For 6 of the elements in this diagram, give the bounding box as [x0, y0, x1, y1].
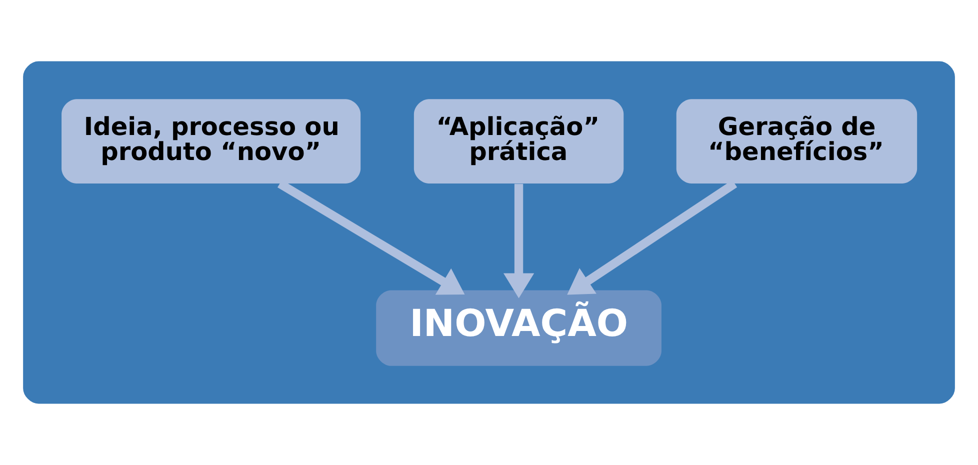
node-box: INOVAÇÃO [376, 290, 662, 366]
arrow [503, 184, 534, 298]
node-box: Geração de “benefícios” [676, 99, 918, 184]
node-box: Ideia, processo ou produto “novo” [62, 99, 361, 184]
cluster [23, 61, 955, 404]
node-box: “Aplicação” prática [414, 99, 624, 184]
